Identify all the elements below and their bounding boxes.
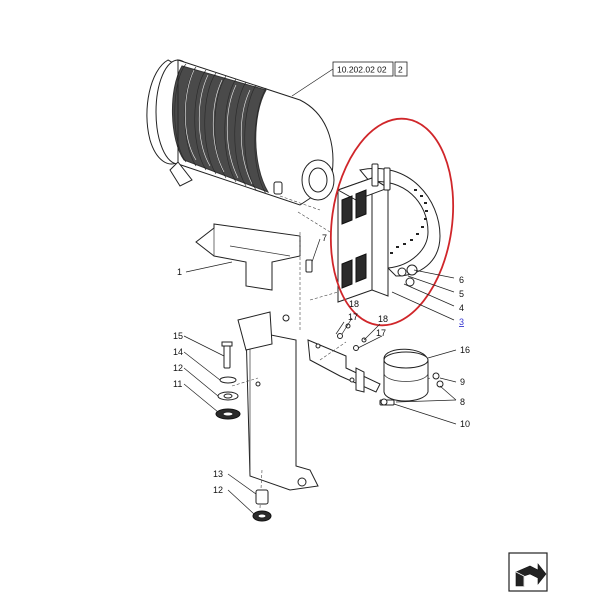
hose-clamp [383, 348, 444, 402]
callout-16: 16 [460, 345, 470, 355]
callout-17-right: 17 [376, 328, 386, 338]
callout-13: 13 [213, 469, 223, 479]
callout-11: 11 [173, 379, 182, 389]
callout-numbers: 1 4 5 6 7 3 8 9 10 11 12 12 13 14 15 16 … [173, 233, 470, 495]
reference-code: 10.202.02 02 [337, 65, 387, 75]
callout-8: 8 [460, 397, 465, 407]
callout-6: 6 [459, 275, 464, 285]
callout-18-right: 18 [378, 314, 388, 324]
callout-12-upper: 12 [173, 363, 183, 373]
highlight-ring [329, 117, 455, 327]
callout-7: 7 [322, 233, 327, 243]
callout-14: 14 [173, 347, 183, 357]
reference-page: 2 [398, 65, 403, 75]
callout-9: 9 [460, 377, 465, 387]
mounting-bracket [195, 223, 319, 491]
callout-1: 1 [177, 267, 182, 277]
callout-12-lower: 12 [213, 485, 223, 495]
clamp-assembly-highlighted [336, 163, 441, 303]
callout-10: 10 [460, 419, 470, 429]
callout-5: 5 [459, 289, 464, 299]
callout-17-left: 17 [348, 312, 358, 322]
callout-3-link[interactable]: 3 [459, 317, 464, 327]
next-page-arrow-icon[interactable] [508, 552, 548, 592]
reference-box: 10.202.02 02 2 [291, 61, 408, 97]
fasteners [215, 259, 395, 522]
callout-15: 15 [173, 331, 183, 341]
callout-leaders [183, 238, 457, 515]
support-arm [307, 339, 381, 393]
callout-4: 4 [459, 303, 464, 313]
air-cleaner-housing [146, 59, 335, 206]
callout-18-left: 18 [349, 299, 359, 309]
